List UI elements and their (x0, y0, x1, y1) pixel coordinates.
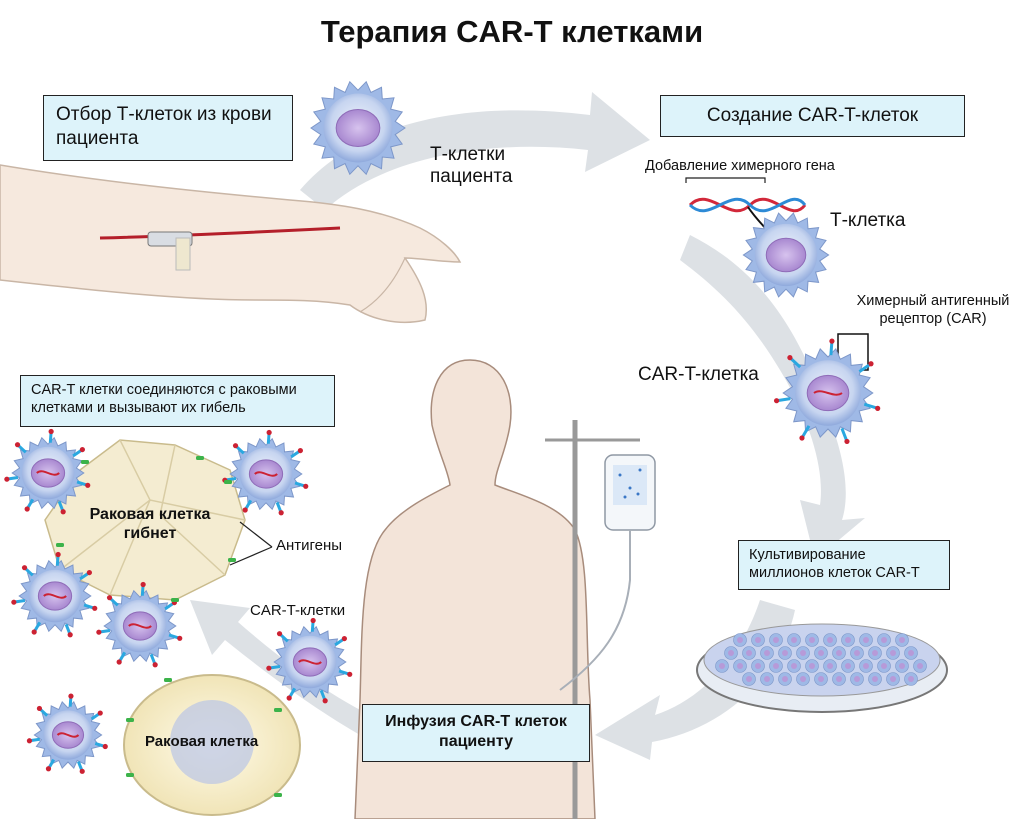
antigen (81, 460, 89, 464)
antigen (224, 480, 232, 484)
step-cultivation-box: Культивирование миллионов клеток CAR-T (738, 540, 950, 590)
step-creation-box: Создание CAR-T-клеток (660, 95, 965, 137)
car-t-cell-attacking (266, 617, 353, 704)
antigen (164, 678, 172, 682)
car-t-cell-attacking (222, 429, 309, 516)
patient-arm (0, 164, 462, 323)
diagram-title: Терапия CAR-T клетками (320, 14, 704, 49)
cancer-dying-label: Раковая клетка гибнет (89, 506, 211, 543)
step-infusion-box: Инфузия CAR-T клеток пациенту (362, 704, 590, 762)
petri-dish (696, 623, 948, 713)
add-gene-label: Добавление химерного гена (645, 158, 835, 174)
cancer-cell-dying (44, 439, 246, 601)
antigen (126, 718, 134, 722)
dish-cell-cluster (715, 633, 927, 686)
antigen (196, 456, 204, 460)
step-cultivation-label: Культивирование миллионов клеток CAR-T (749, 547, 920, 582)
car-t-cell-label: CAR-T-клетка (638, 364, 759, 385)
car-t-cell-attacking (26, 693, 108, 774)
t-cell (742, 212, 830, 298)
antigen (228, 558, 236, 562)
step-infusion-label: Инфузия CAR-T клеток пациенту (385, 713, 567, 750)
antigen (171, 598, 179, 602)
car-t-cell-attacking (96, 581, 183, 668)
car-t-cell-attacking (4, 428, 91, 515)
step-collection-box: Отбор Т-клеток из крови пациента (43, 95, 293, 161)
step-collection-label: Отбор Т-клеток из крови пациента (56, 104, 272, 149)
antigen (274, 708, 282, 712)
cancer-cell-label: Раковая клетка (145, 733, 259, 750)
car-t-cell-attacking (11, 551, 98, 638)
flow-arrow-to-creation (300, 92, 650, 210)
car-receptor-label: Химерный антигенный рецептор (CAR) (856, 293, 1010, 328)
step-creation-label: Создание CAR-T-клеток (706, 105, 919, 126)
antigen-pointers (229, 521, 273, 566)
t-cell-label: Т-клетка (830, 210, 906, 231)
antigens-label: Антигены (276, 537, 343, 554)
flow-arrow-down-right (680, 235, 865, 560)
antigen (274, 793, 282, 797)
car-t-cell (773, 338, 881, 445)
patient-t-cell (310, 80, 406, 176)
car-t-cells-label: CAR-T-клетки (250, 602, 346, 619)
step-killing-box: CAR-T клетки соединяются с раковыми клет… (20, 375, 335, 427)
patient-t-cells-label: Т-клетки пациента (430, 144, 513, 187)
antigen (56, 543, 64, 547)
cancer-cell-intact (123, 674, 301, 816)
step-killing-label: CAR-T клетки соединяются с раковыми клет… (31, 382, 297, 417)
immune-cells (4, 80, 881, 797)
antigen (126, 773, 134, 777)
